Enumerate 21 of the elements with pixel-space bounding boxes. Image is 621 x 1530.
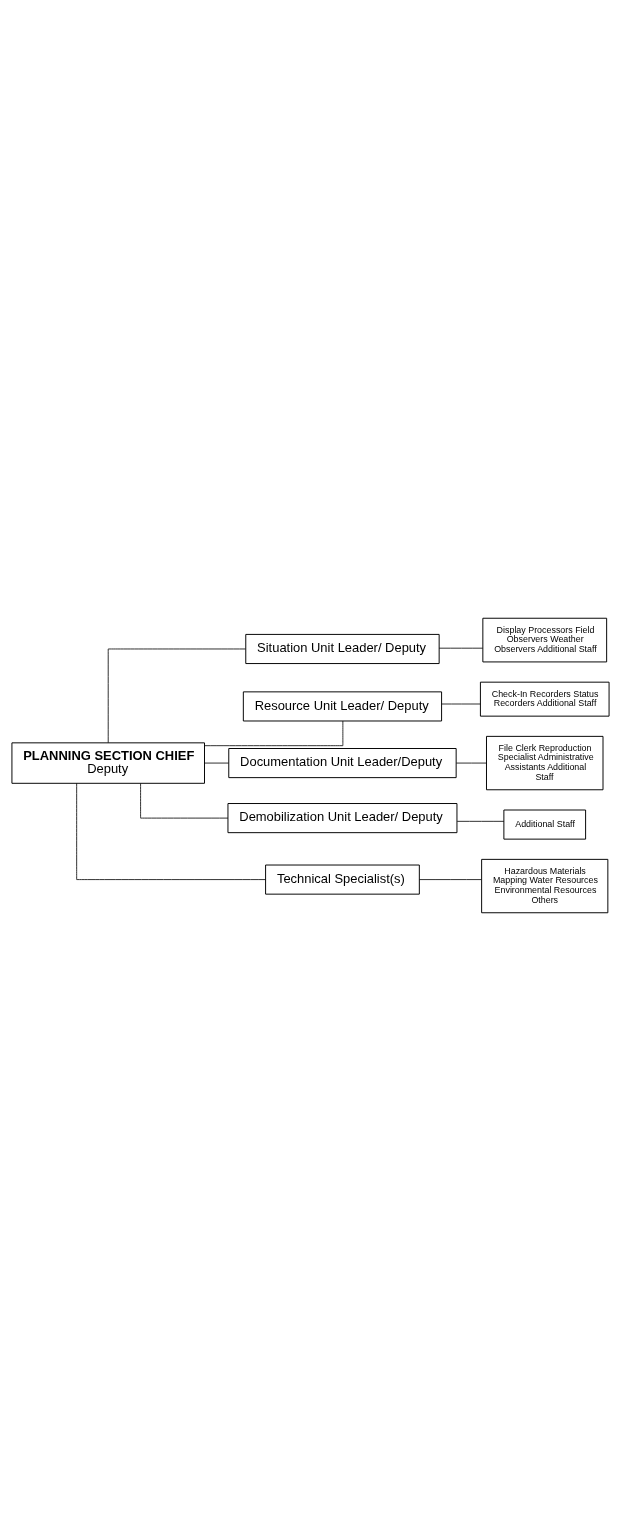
node-box: Documentation Unit Leader/Deputy	[228, 747, 457, 778]
node-box: Technical Specialist(s)	[265, 864, 420, 895]
connector	[140, 782, 229, 818]
node-box: Additional Staff	[503, 809, 587, 840]
node-box: File Clerk Reproduction Specialist Administrative Assistants Additional Staff	[486, 735, 604, 790]
connector	[419, 878, 482, 880]
connector	[107, 648, 246, 743]
node-box: PLANNING SECTION CHIEF Deputy	[11, 741, 205, 784]
node-box: Check-In Recorders Status Recorders Additional Staff	[479, 681, 610, 717]
connector	[76, 782, 266, 880]
connector	[204, 720, 344, 746]
connector	[456, 820, 505, 822]
node-box: Hazardous Materials Mapping Water Resources Environmental Resources Others	[481, 858, 609, 913]
connector	[455, 762, 487, 763]
node-box: Resource Unit Leader/ Deputy	[242, 690, 443, 721]
node-box: Demobilization Unit Leader/ Deputy	[227, 802, 458, 833]
node-box: Situation Unit Leader/ Deputy	[245, 633, 440, 664]
connector	[441, 703, 481, 704]
node-box: Display Processors Field Observers Weather Observers Additional Staff	[482, 617, 608, 662]
connector	[204, 762, 229, 763]
connector	[438, 647, 484, 649]
